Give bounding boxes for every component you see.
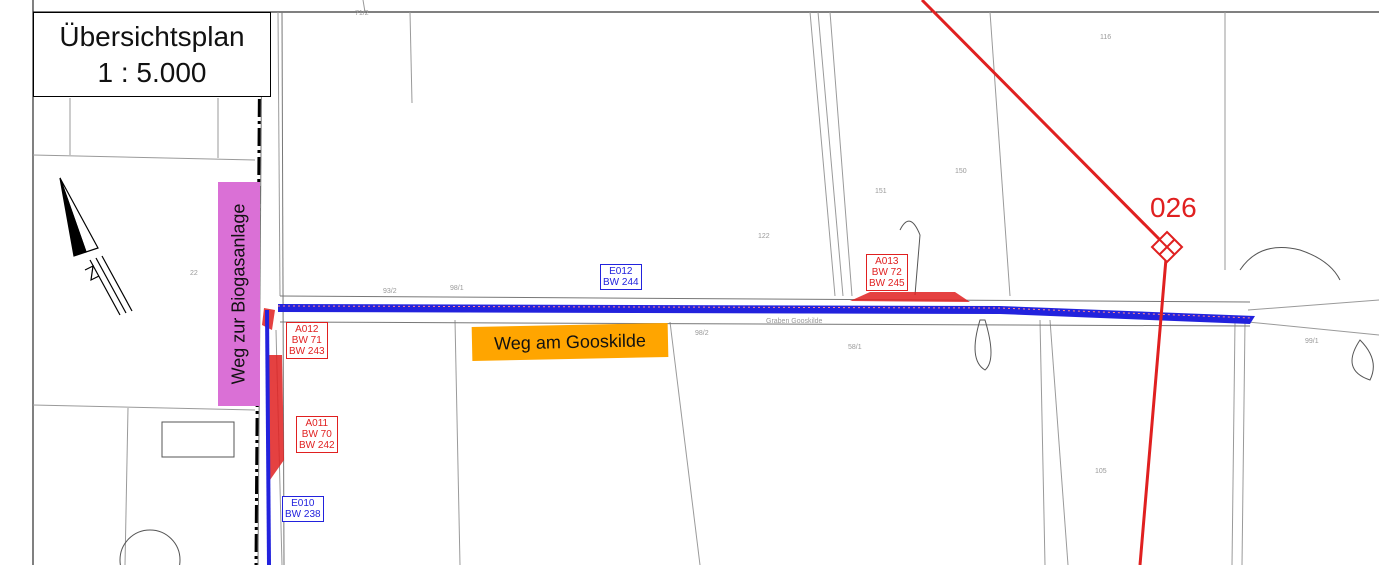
parcel-number: 99/1 xyxy=(1305,338,1319,345)
parcel-number: 151 xyxy=(875,188,887,195)
parcel-number: 98/1 xyxy=(450,285,464,292)
parcel-number: 22 xyxy=(190,270,198,277)
mast-026-icon xyxy=(1150,230,1184,264)
power-line xyxy=(920,0,1169,565)
mast-number-label: 026 xyxy=(1150,192,1197,223)
parcel-number: 93/2 xyxy=(383,288,397,295)
parcel-number: 58/1 xyxy=(848,344,862,351)
label-e010: E010 BW 238 xyxy=(282,496,324,522)
parcel-number: 116 xyxy=(1100,34,1112,41)
parcel-number: 98/2 xyxy=(695,330,709,337)
road-edges xyxy=(257,11,1251,565)
parcel-number: 71/2 xyxy=(355,10,369,17)
label-a013: A013 BW 72 BW 245 xyxy=(866,254,908,291)
label-a011: A011 BW 70 BW 242 xyxy=(296,416,338,453)
street-name-violet: Weg zur Biogasanlage xyxy=(228,203,249,385)
label-a012: A012 BW 71 BW 243 xyxy=(286,322,328,359)
north-arrow-icon xyxy=(59,177,133,316)
plan-title-box: Übersichtsplan 1 : 5.000 xyxy=(33,12,271,97)
parcel-number: Graben Gooskilde xyxy=(766,318,823,325)
parcel-boundaries xyxy=(32,0,1379,565)
plan-scale: 1 : 5.000 xyxy=(97,57,207,88)
parcel-number: 122 xyxy=(758,233,770,240)
route-blue xyxy=(265,304,1255,565)
parcel-number: 105 xyxy=(1095,468,1107,475)
plan-title: Übersichtsplan xyxy=(59,21,245,52)
map-features xyxy=(119,220,1374,565)
label-e012: E012 BW 244 xyxy=(600,264,642,290)
street-label-gooskilde: Weg am Gooskilde xyxy=(471,322,669,362)
construction-areas xyxy=(262,292,970,480)
street-label-biogasanlage: Weg zur Biogasanlage xyxy=(218,182,260,406)
parcel-number: 150 xyxy=(955,168,967,175)
